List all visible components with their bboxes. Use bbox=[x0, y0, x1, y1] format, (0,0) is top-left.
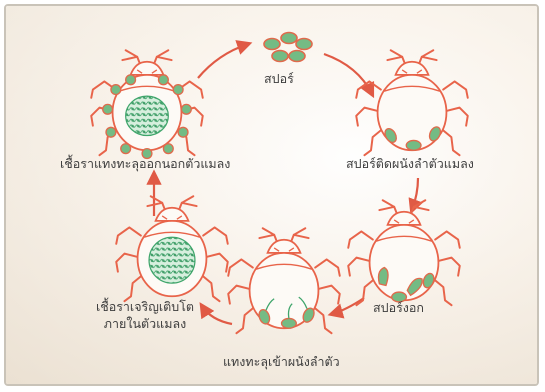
insect-spores-germinating bbox=[348, 200, 460, 305]
arrow-spore-to-attach bbox=[324, 54, 372, 94]
insect-penetrating bbox=[228, 228, 340, 333]
label-fungus-growth-line1: เชื้อราเจริญเติบโต bbox=[87, 298, 203, 315]
label-spore: สปอร์ bbox=[264, 70, 294, 87]
life-cycle-diagram bbox=[6, 6, 539, 386]
insect-emerging bbox=[91, 50, 203, 158]
label-fungus-growth: เชื้อราเจริญเติบโต ภายในตัวแมลง bbox=[87, 298, 203, 332]
label-spore-germinate: สปอร์งอก bbox=[373, 299, 424, 316]
label-fungus-emerge: เชื้อราแทงทะลุออกนอกตัวแมลง bbox=[60, 155, 230, 172]
arrow-penetrate-to-grow bbox=[202, 306, 232, 324]
label-penetrate: แทงทะลุเข้าผนังลำตัว bbox=[223, 353, 340, 370]
arrow-emerge-to-spore bbox=[198, 44, 248, 78]
spore-cluster bbox=[264, 33, 312, 62]
insect-spores-attached bbox=[356, 50, 468, 155]
label-fungus-growth-line2: ภายในตัวแมลง bbox=[87, 315, 203, 332]
label-spore-attached: สปอร์ติดผนังลำตัวแมลง bbox=[346, 155, 474, 172]
diagram-frame: สปอร์ สปอร์ติดผนังลำตัวแมลง สปอร์งอก แทง… bbox=[4, 4, 539, 386]
insect-fungus-growing bbox=[116, 196, 228, 301]
arrow-germinate-to-penetrate bbox=[332, 298, 364, 314]
